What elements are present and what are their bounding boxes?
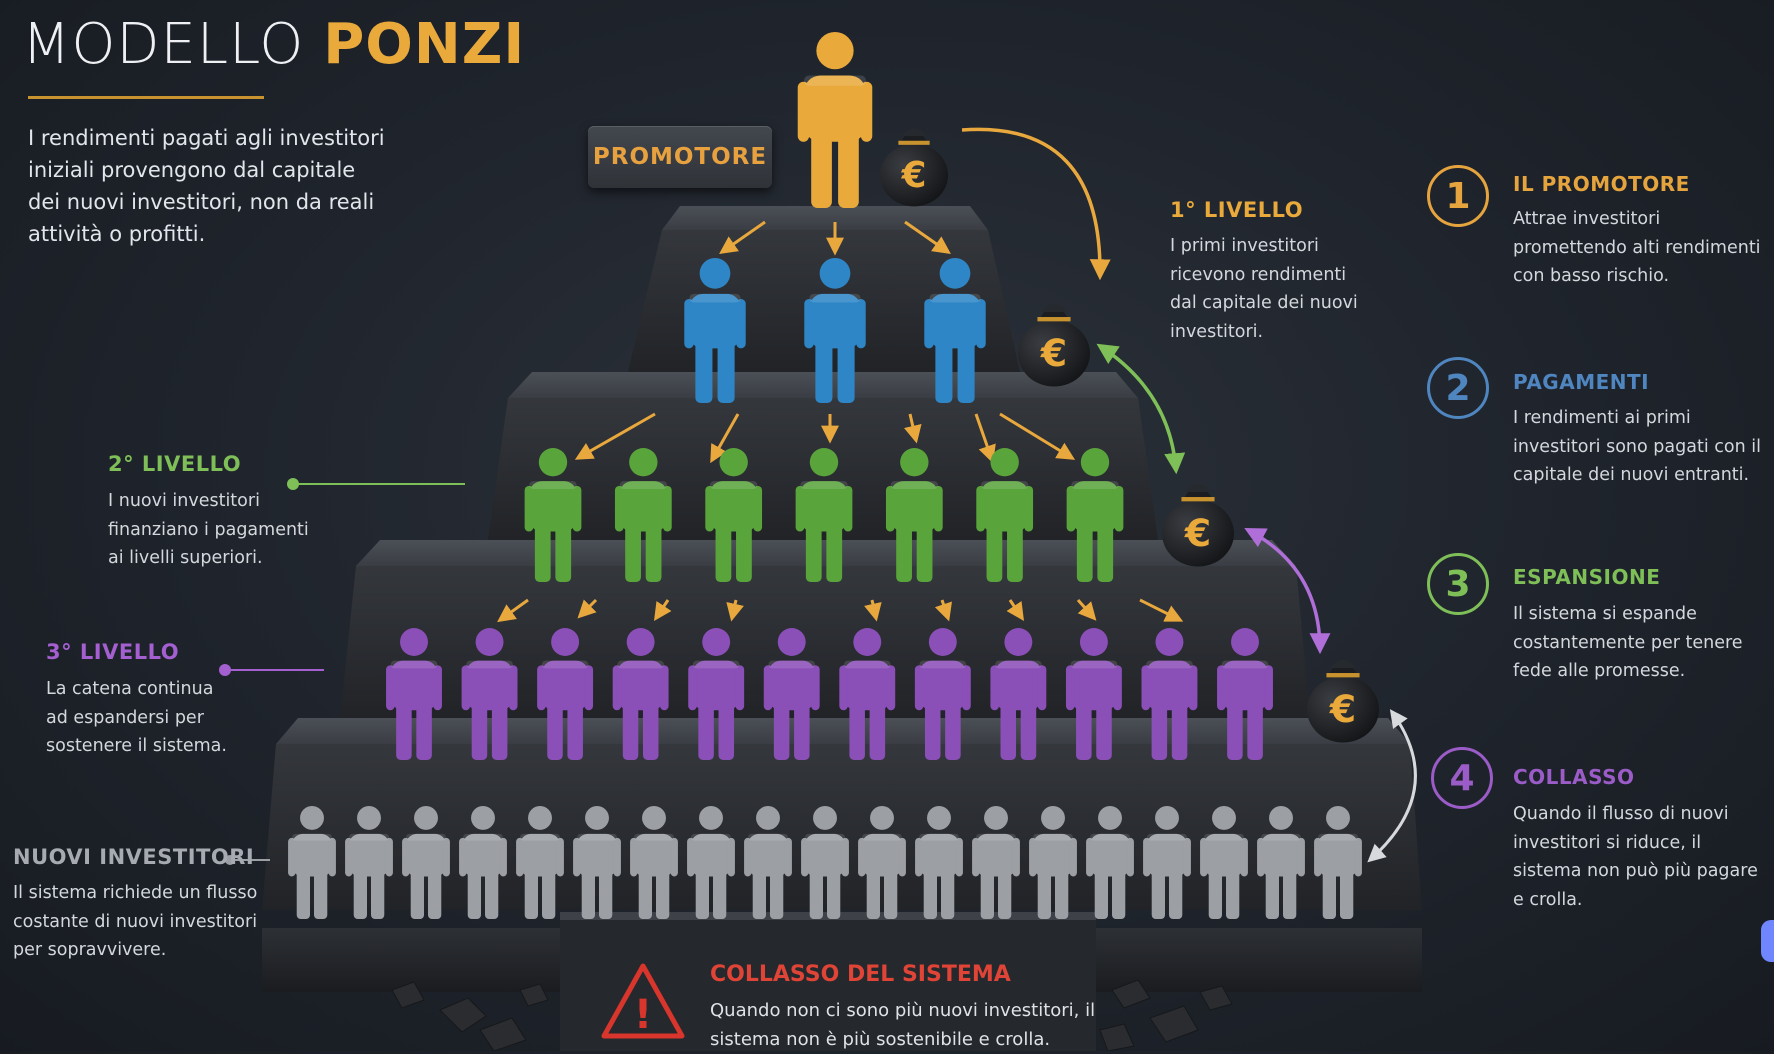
person-icon-level3 xyxy=(839,628,896,760)
person-icon-level1 xyxy=(684,258,746,403)
person-icon-new-investor xyxy=(1257,806,1305,919)
step-3-circle: 3 xyxy=(1427,553,1489,615)
person-icon-new-investor xyxy=(459,806,507,919)
money-bag-icon: € xyxy=(1307,659,1379,743)
level1-body: I primi investitori ricevono rendimenti … xyxy=(1170,236,1358,342)
person-icon-level3 xyxy=(763,628,820,760)
collapse-title: COLLASSO DEL SISTEMA xyxy=(710,962,1011,987)
step-2-circle: 2 xyxy=(1427,357,1489,419)
step-1-circle: 1 xyxy=(1427,165,1489,227)
arrow-level3-new xyxy=(1367,709,1417,863)
person-icon-level3 xyxy=(1065,628,1122,760)
person-icon-new-investor xyxy=(630,806,678,919)
title-part-2: PONZI xyxy=(323,12,526,77)
flow-arrows xyxy=(497,220,1184,623)
label-connectors xyxy=(219,478,465,865)
side-panel-handle[interactable] xyxy=(1761,920,1774,962)
figures-layer xyxy=(288,32,1362,919)
level2-body: I nuovi investitori finanziano i pagamen… xyxy=(108,491,309,568)
person-icon-level3 xyxy=(461,628,518,760)
step-2-body: I rendimenti ai primi investitori sono p… xyxy=(1513,408,1761,485)
person-icon-new-investor xyxy=(801,806,849,919)
person-icon-new-investor xyxy=(402,806,450,919)
new-investors-body: Il sistema richiede un flusso costante d… xyxy=(13,883,258,960)
person-icon-new-investor xyxy=(516,806,564,919)
person-icon-new-investor xyxy=(1314,806,1362,919)
step-1-body: Attrae investitori promettendo alti rend… xyxy=(1513,209,1761,286)
new-investors-title: NUOVI INVESTITORI xyxy=(13,845,255,869)
title-underline xyxy=(28,96,264,99)
rubble xyxy=(391,979,1233,1051)
person-icon-level2 xyxy=(795,448,853,582)
person-icon-level3 xyxy=(386,628,442,760)
collapse-body: Quando non ci sono più nuovi investitori… xyxy=(710,1000,1096,1050)
person-icon-level3 xyxy=(537,628,594,760)
person-icon-level2 xyxy=(705,448,763,582)
person-icon-level3 xyxy=(990,628,1047,760)
euro-symbol: € xyxy=(1184,511,1211,555)
person-icon-level2 xyxy=(1066,448,1124,582)
person-icon-new-investor xyxy=(1143,806,1191,919)
warning-symbol: ! xyxy=(634,992,652,1038)
person-icon-new-investor xyxy=(1029,806,1077,919)
person-icon-promoter xyxy=(797,32,873,209)
person-icon-level3 xyxy=(914,628,971,760)
person-icon-level2 xyxy=(976,448,1034,582)
arrow-level1-level2 xyxy=(1096,343,1186,475)
person-icon-level1 xyxy=(804,258,866,403)
intro-text: I rendimenti pagati agli investitori ini… xyxy=(28,126,385,246)
euro-symbol: € xyxy=(1040,331,1067,375)
person-icon-level3 xyxy=(612,628,669,760)
person-icon-new-investor xyxy=(288,806,336,919)
arrow-promoter-to-level1 xyxy=(961,127,1111,281)
person-icon-new-investor xyxy=(972,806,1020,919)
person-icon-level2 xyxy=(614,448,672,582)
step-3-title: ESPANSIONE xyxy=(1513,565,1661,589)
step-1-title: IL PROMOTORE xyxy=(1513,172,1690,196)
person-icon-level2 xyxy=(524,448,582,582)
level3-title: 3° LIVELLO xyxy=(46,640,180,664)
person-icon-new-investor xyxy=(573,806,621,919)
person-icon-new-investor xyxy=(858,806,906,919)
level1-title: 1° LIVELLO xyxy=(1170,198,1304,222)
person-icon-new-investor xyxy=(345,806,393,919)
page-title: MODELLO PONZI xyxy=(22,12,525,77)
step-2-title: PAGAMENTI xyxy=(1513,370,1650,394)
promoter-label: PROMOTORE xyxy=(588,126,772,188)
person-icon-new-investor xyxy=(915,806,963,919)
money-bags-layer: € € € € xyxy=(880,128,1379,743)
person-icon-level3 xyxy=(688,628,745,760)
money-bag-icon: € xyxy=(880,128,948,207)
step-3-body: Il sistema si espande costantemente per … xyxy=(1513,604,1743,681)
warning-icon: ! xyxy=(601,963,685,1039)
person-icon-new-investor xyxy=(744,806,792,919)
step-4-title: COLLASSO xyxy=(1513,765,1635,789)
euro-symbol: € xyxy=(1329,687,1356,731)
step-4-body: Quando il flusso di nuovi investitori si… xyxy=(1513,804,1758,910)
money-bag-icon: € xyxy=(1018,303,1090,387)
title-part-1: MODELLO xyxy=(22,12,305,77)
person-icon-level3 xyxy=(1217,628,1273,760)
level3-body: La catena continua ad espandersi per sos… xyxy=(46,679,227,756)
person-icon-level1 xyxy=(924,258,986,403)
person-icon-new-investor xyxy=(1200,806,1248,919)
step-4-circle: 4 xyxy=(1431,747,1493,809)
arrow-level2-level3 xyxy=(1244,528,1331,655)
money-bag-icon: € xyxy=(1162,483,1234,567)
level2-title: 2° LIVELLO xyxy=(108,452,242,476)
euro-symbol: € xyxy=(901,155,927,196)
person-icon-level2 xyxy=(885,448,943,582)
person-icon-level3 xyxy=(1141,628,1198,760)
person-icon-new-investor xyxy=(687,806,735,919)
person-icon-new-investor xyxy=(1086,806,1134,919)
